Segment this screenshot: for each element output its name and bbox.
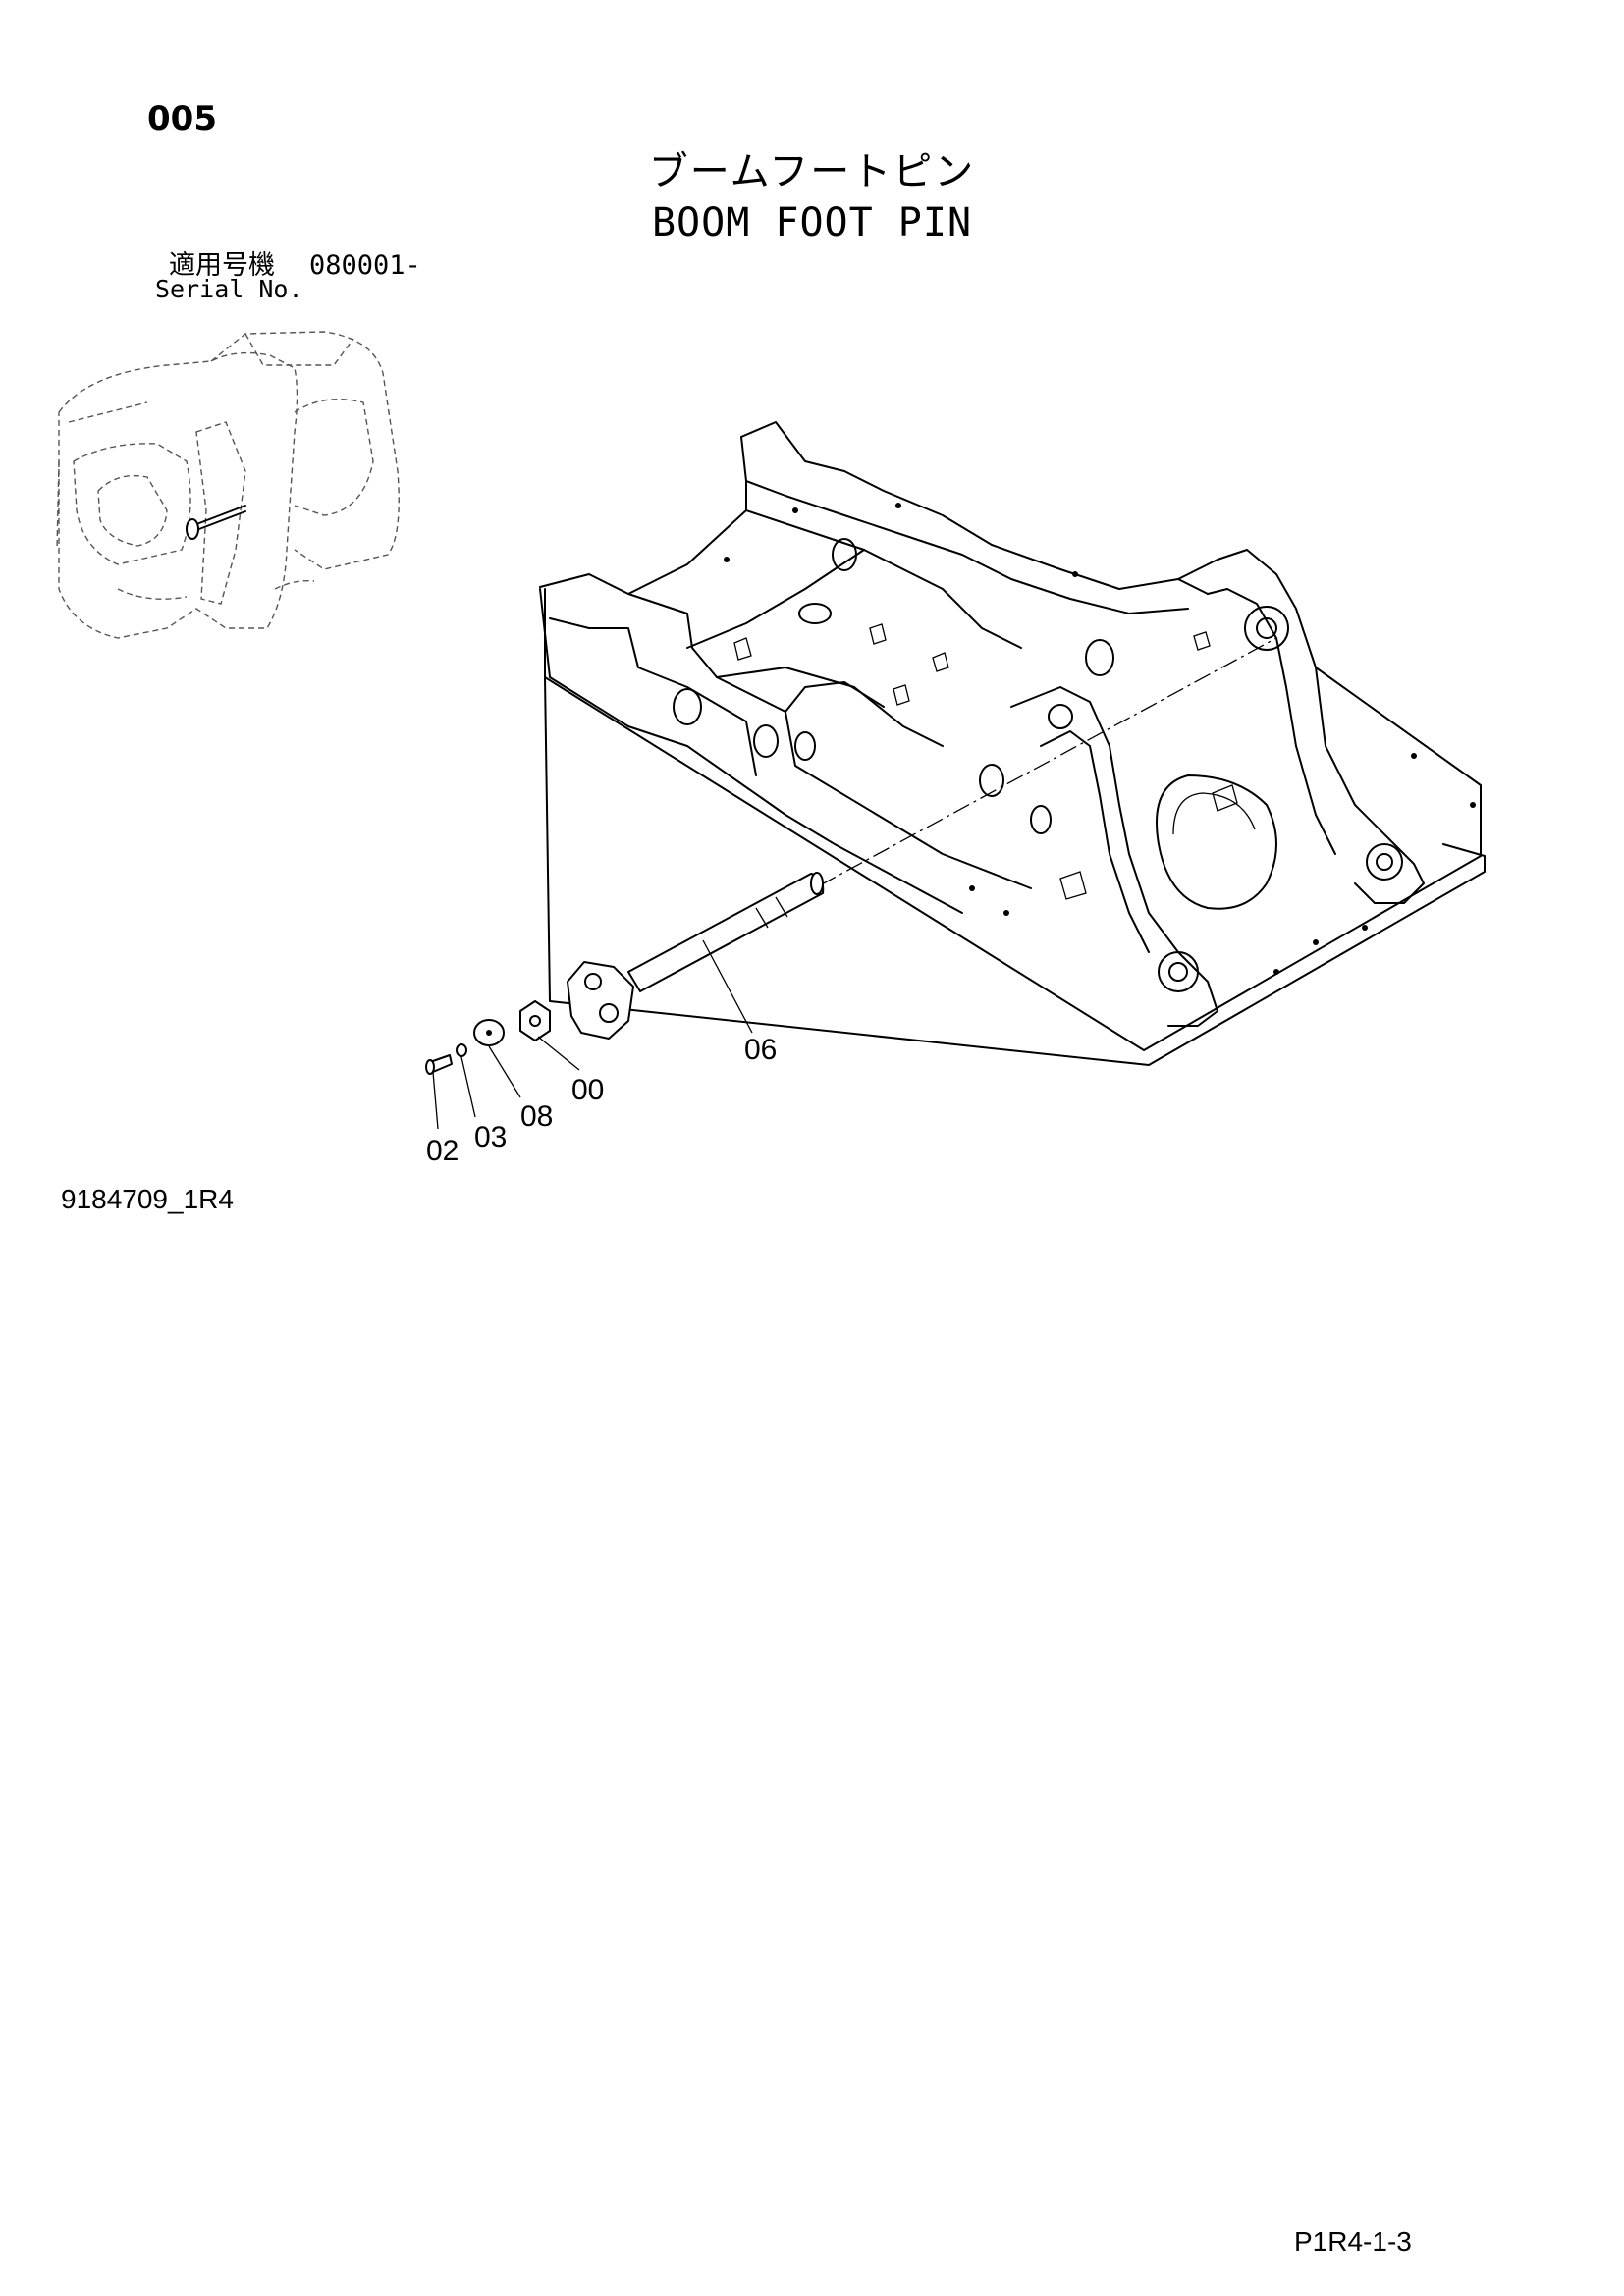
callout-02: 02 — [426, 1135, 459, 1167]
callout-06: 06 — [744, 1034, 777, 1066]
callout-03: 03 — [474, 1121, 507, 1153]
machine-locator-thumbnail — [56, 331, 400, 639]
page-reference: P1R4-1-3 — [1294, 2226, 1412, 2257]
revolving-frame-drawing — [539, 421, 1486, 1066]
serial-label-japanese: 適用号機 — [169, 250, 275, 281]
serial-number-value: 080001- — [309, 250, 421, 281]
part-00-plate — [519, 1000, 551, 1041]
callout-08: 08 — [520, 1100, 553, 1133]
pin-shaft — [627, 873, 825, 992]
pin-head-plate — [567, 961, 634, 1040]
part-03-spring-washer — [456, 1043, 467, 1057]
page-title-english: BOOM FOOT PIN — [651, 200, 973, 245]
callout-00: 00 — [571, 1074, 604, 1106]
serial-label-english: Serial No. — [155, 275, 303, 303]
pin-center-line — [819, 637, 1277, 886]
section-number: 005 — [147, 99, 217, 138]
boom-foot-pin-assembly: 06 00 08 03 02 — [425, 872, 825, 1167]
page-title-japanese: ブームフートピン — [648, 149, 976, 194]
drawing-number: 9184709_1R4 — [61, 1184, 234, 1214]
